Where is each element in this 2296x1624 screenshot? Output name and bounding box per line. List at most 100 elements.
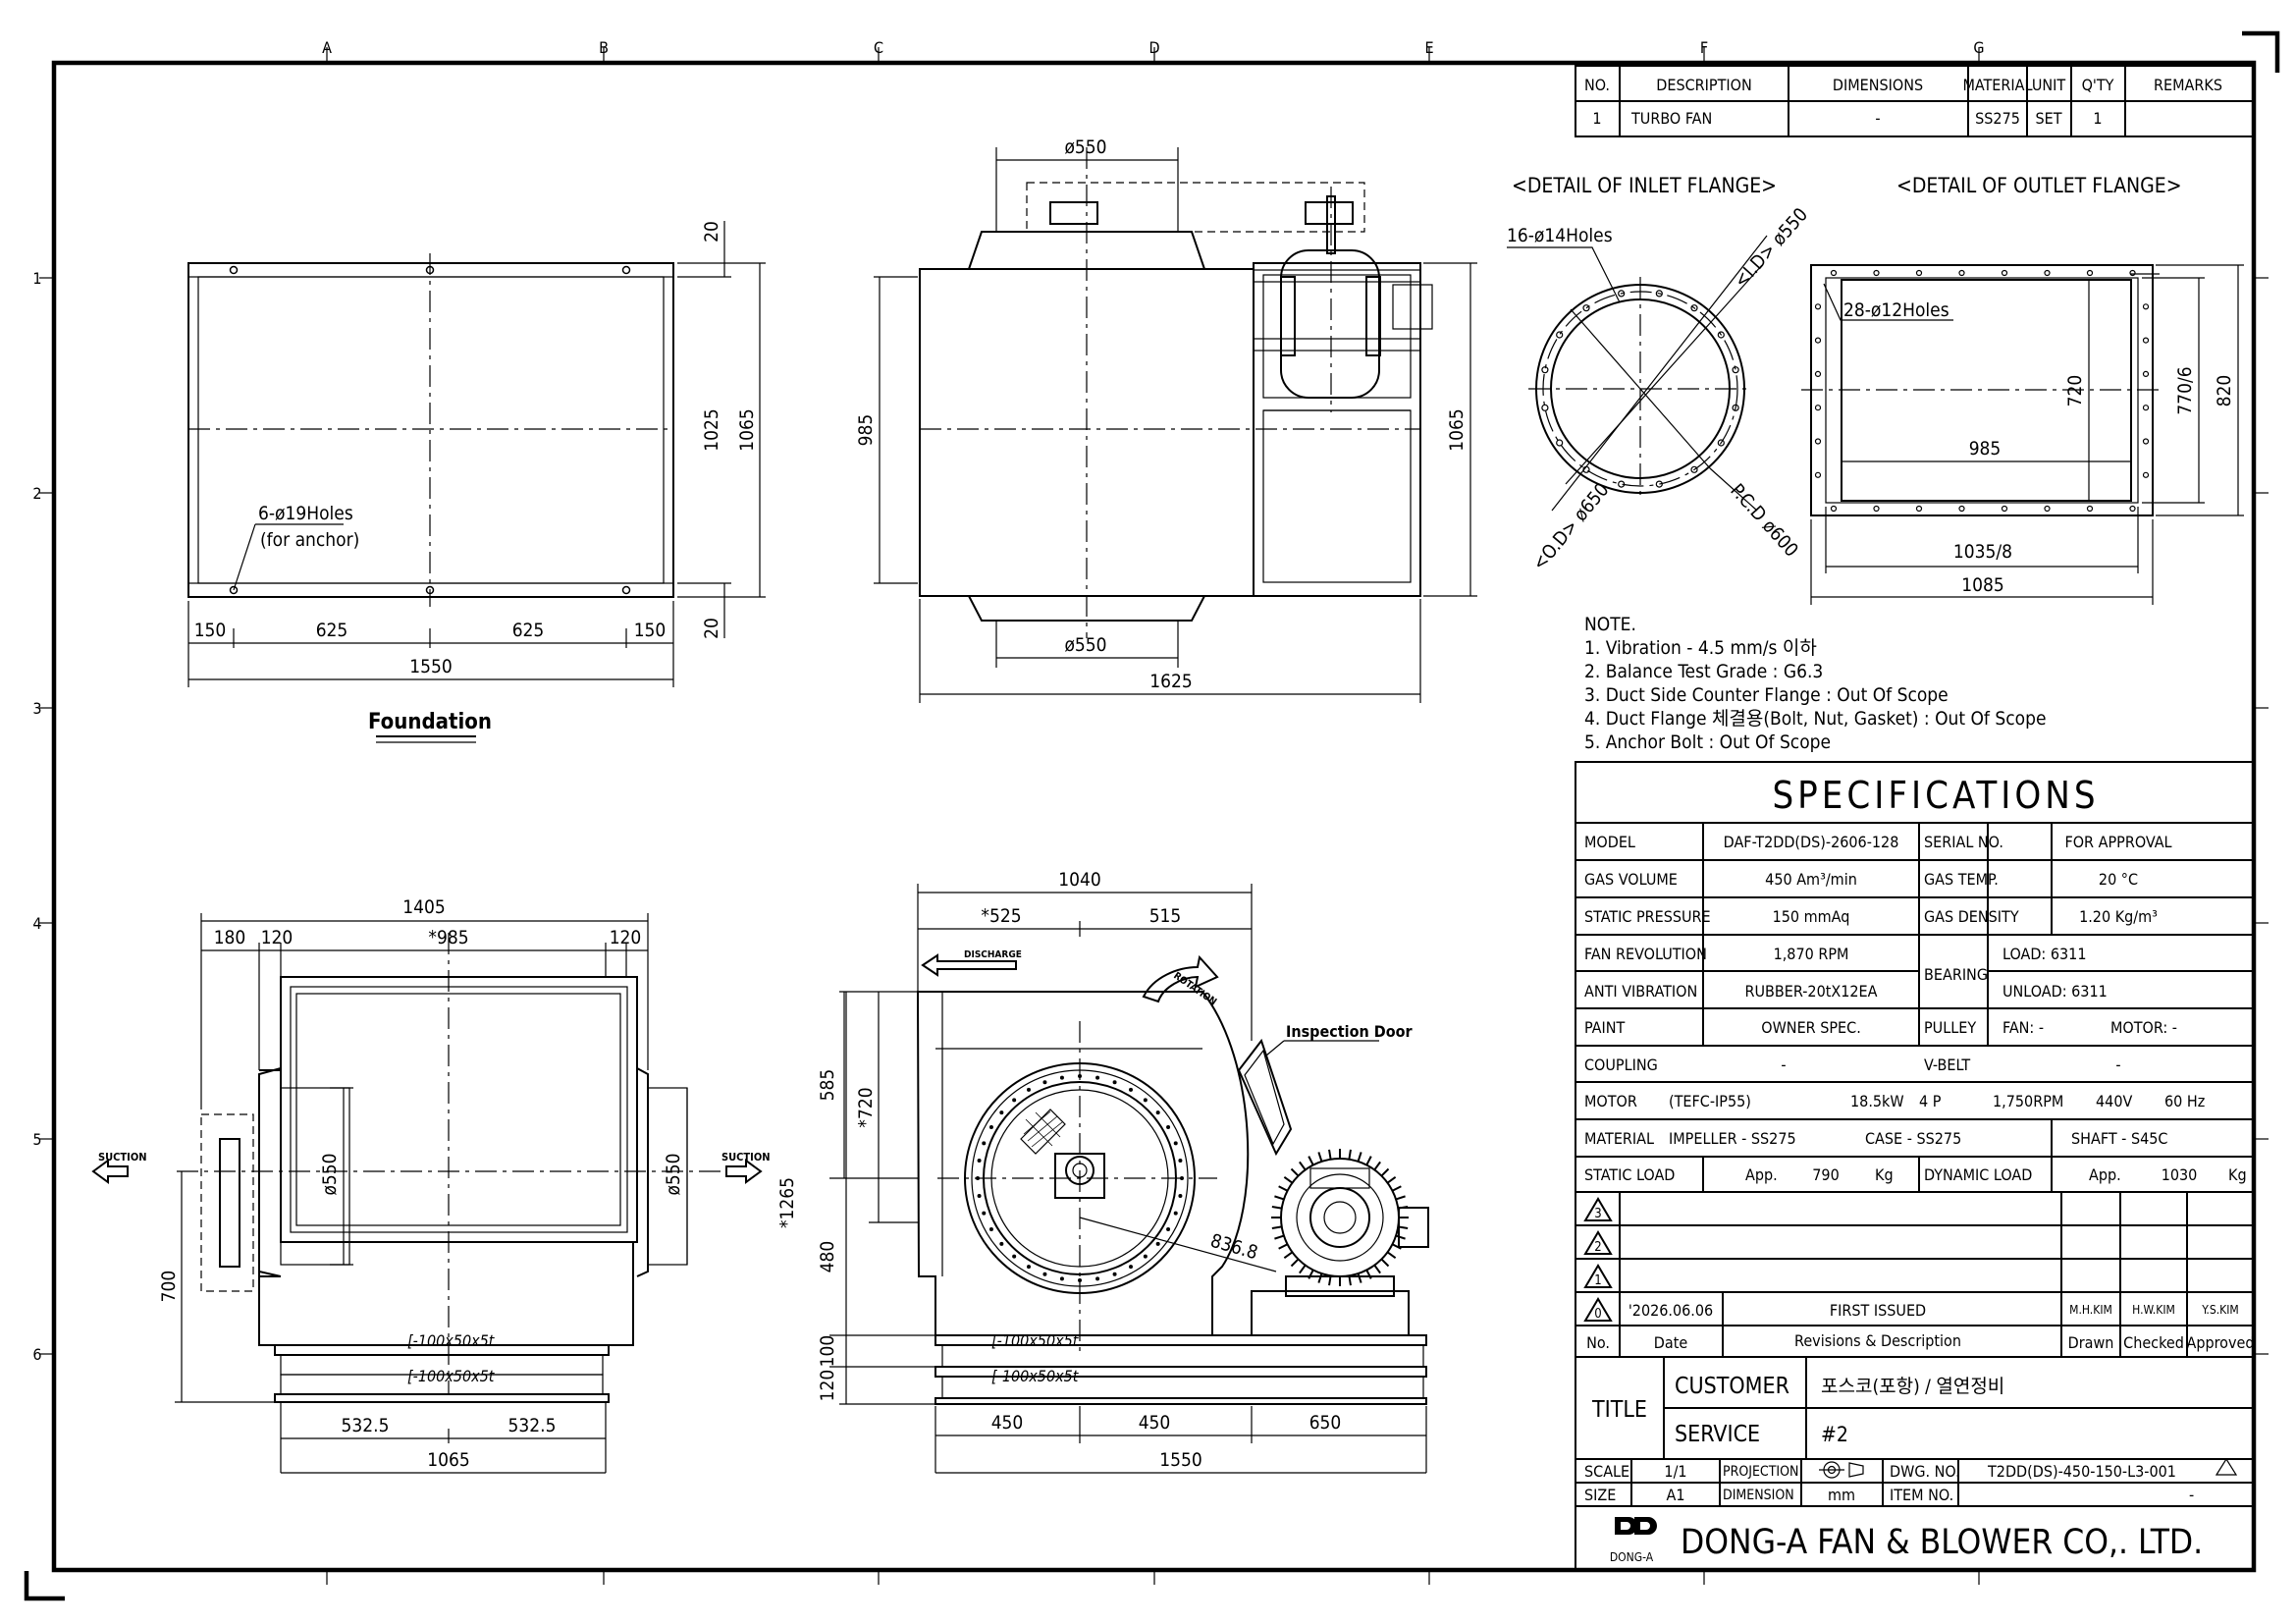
front-dim-1405: 1405 xyxy=(402,896,446,918)
grid-col-g: G xyxy=(1973,38,1984,57)
rev-mark-2: 2 xyxy=(1594,1240,1601,1255)
dim-150-left: 150 xyxy=(194,620,227,641)
foundation-holes-note: (for anchor) xyxy=(260,529,359,551)
rev-0-desc: FIRST ISSUED xyxy=(1830,1301,1926,1320)
dim-625-left: 625 xyxy=(316,620,348,641)
front-dim-985: *985 xyxy=(428,927,468,948)
spec-impeller: IMPELLER - SS275 xyxy=(1669,1129,1796,1148)
crop-mark-top-right xyxy=(2242,30,2280,73)
spec-pulley-fan: FAN: - xyxy=(2002,1018,2044,1037)
spec-paint-label: PAINT xyxy=(1584,1018,1626,1037)
inlet-flange-od: <O.D> ø650 xyxy=(1528,479,1614,574)
dwg-value: T2DD(DS)-450-150-L3-001 xyxy=(1987,1462,2176,1481)
motor-fin xyxy=(1308,1270,1314,1279)
outlet-dim-1035: 1035/8 xyxy=(1953,541,2012,563)
motor-fin xyxy=(1328,1149,1332,1160)
grid-labels: A B C D E F G 1 2 3 4 5 6 xyxy=(32,38,1984,1364)
side-dim-120: 120 xyxy=(817,1370,838,1402)
spec-motor-pole: 4 P xyxy=(1919,1092,1942,1110)
top-height-985: 985 xyxy=(855,414,877,447)
rev-0-drawn: M.H.KIM xyxy=(2069,1303,2112,1317)
spec-gas-volume: 450 Am³/min xyxy=(1765,870,1857,889)
spec-gas-temp: 20 °C xyxy=(2099,870,2138,889)
front-beam-2: [-100x50x5t xyxy=(407,1367,496,1385)
note-2: 2. Balance Test Grade : G6.3 xyxy=(1584,661,1823,682)
note-3: 3. Duct Side Counter Flange : Out Of Sco… xyxy=(1584,684,1949,706)
inlet-bolt-hole xyxy=(1732,404,1739,411)
outlet-bolt-hole xyxy=(2086,505,2094,513)
top-depth-1065: 1065 xyxy=(1446,408,1468,452)
spec-vbelt: - xyxy=(2115,1056,2120,1074)
motor-fin xyxy=(1274,1195,1285,1201)
notes: NOTE. 1. Vibration - 4.5 mm/s 이하 2. Bala… xyxy=(1584,614,2046,753)
outlet-dim-770: 770/6 xyxy=(2174,366,2196,414)
spec-pulley-label: PULLEY xyxy=(1924,1018,1976,1037)
grid-row-5: 5 xyxy=(32,1130,41,1149)
anchor-holes xyxy=(229,265,631,595)
side-dim-480: 480 xyxy=(817,1241,838,1273)
casing-bolt xyxy=(1027,1087,1031,1092)
suction-label-right: SUCTION xyxy=(721,1151,771,1164)
top-view: ø550 ø550 1625 985 1065 xyxy=(855,136,1477,703)
front-beam-1: [-100x50x5t xyxy=(407,1331,496,1350)
parts-header-material: MATERIAL xyxy=(1962,76,2032,94)
side-dim-720: *720 xyxy=(855,1087,877,1127)
inlet-flange-pcd: P.C.D ø600 xyxy=(1726,480,1802,562)
front-dim-120-left: 120 xyxy=(261,927,294,948)
foundation-title: Foundation xyxy=(368,710,492,734)
motor-fin xyxy=(1386,1251,1397,1259)
dim-1065: 1065 xyxy=(736,408,758,452)
size-value: A1 xyxy=(1667,1486,1685,1504)
side-beam-1: [-100x50x5t xyxy=(991,1331,1080,1350)
outlet-bolt-hole xyxy=(1830,505,1838,513)
front-dim-180: 180 xyxy=(214,927,246,948)
title-block: TITLE CUSTOMER 포스코(포항) / 열연정비 SERVICE #2… xyxy=(1575,1356,2254,1570)
revision-table: 3 2 1 0 '2026.06.06 FIRST ISSUED No. Dat… xyxy=(1575,1191,2255,1358)
motor-fin xyxy=(1308,1156,1314,1165)
inlet-flange-holes: 16-ø14Holes xyxy=(1507,225,1613,246)
spec-pulley-motor: MOTOR: - xyxy=(2110,1018,2177,1037)
casing-bolt xyxy=(1095,1276,1100,1281)
inlet-bolt-hole xyxy=(1732,366,1739,374)
rev-0-date: '2026.06.06 xyxy=(1629,1301,1713,1320)
casing-bolt xyxy=(1012,1254,1017,1259)
spec-coupling: - xyxy=(1781,1056,1786,1074)
dim-20-top: 20 xyxy=(701,221,722,243)
spec-fan-rev-label: FAN REVOLUTION xyxy=(1584,945,1707,963)
service-label: SERVICE xyxy=(1675,1422,1760,1447)
side-dim-100: 100 xyxy=(817,1335,838,1368)
spec-shaft: SHAFT - S45C xyxy=(2071,1129,2167,1148)
parts-cell-material: SS275 xyxy=(1975,109,2020,128)
outlet-bolt-hole xyxy=(2142,303,2150,310)
outlet-bolt-hole xyxy=(1814,405,1822,411)
parts-header-remarks: REMARKS xyxy=(2154,76,2222,94)
rev-header-desc: Revisions & Description xyxy=(1794,1331,1961,1350)
outlet-bolt-hole xyxy=(2001,505,2008,513)
casing-bolt xyxy=(1012,1098,1017,1103)
spec-static-pressure: 150 mmAq xyxy=(1773,907,1850,926)
casing-bolt xyxy=(1178,1158,1183,1163)
side-dim-525: *525 xyxy=(981,905,1021,927)
inlet-bolt-hole xyxy=(1655,480,1663,488)
parts-list: NO. DESCRIPTION DIMENSIONS MATERIAL UNIT… xyxy=(1575,65,2254,137)
parts-header-dimensions: DIMENSIONS xyxy=(1833,76,1923,94)
spec-anti-vib: RUBBER-20tX12EA xyxy=(1745,982,1878,1001)
side-dim-1265: *1265 xyxy=(776,1177,798,1228)
outlet-bolt-hole xyxy=(2044,505,2051,513)
spec-paint: OWNER SPEC. xyxy=(1761,1018,1861,1037)
casing-bolt xyxy=(977,1158,982,1163)
outlet-bolt-hole xyxy=(1873,269,1880,277)
casing-bolt xyxy=(1112,1080,1117,1085)
motor-fin xyxy=(1357,1152,1362,1163)
outlet-bolt-hole xyxy=(2142,370,2150,377)
motor-fin xyxy=(1278,1243,1288,1250)
side-view: 836.8 [-100x50x5t [-100x50x5t DISCHARGE … xyxy=(776,869,1429,1474)
spec-motor-rpm: 1,750RPM xyxy=(1993,1092,2063,1110)
front-view: [-100x50x5t [-100x50x5t SUCTION SUCTION … xyxy=(91,896,771,1474)
spec-dynamic-load-app: App. xyxy=(2089,1165,2121,1184)
spec-serial-label: SERIAL NO. xyxy=(1924,833,2003,851)
front-dim-1065: 1065 xyxy=(427,1449,470,1471)
rev-0-approved: Y.S.KIM xyxy=(2201,1303,2238,1317)
grid-row-3: 3 xyxy=(32,699,41,718)
